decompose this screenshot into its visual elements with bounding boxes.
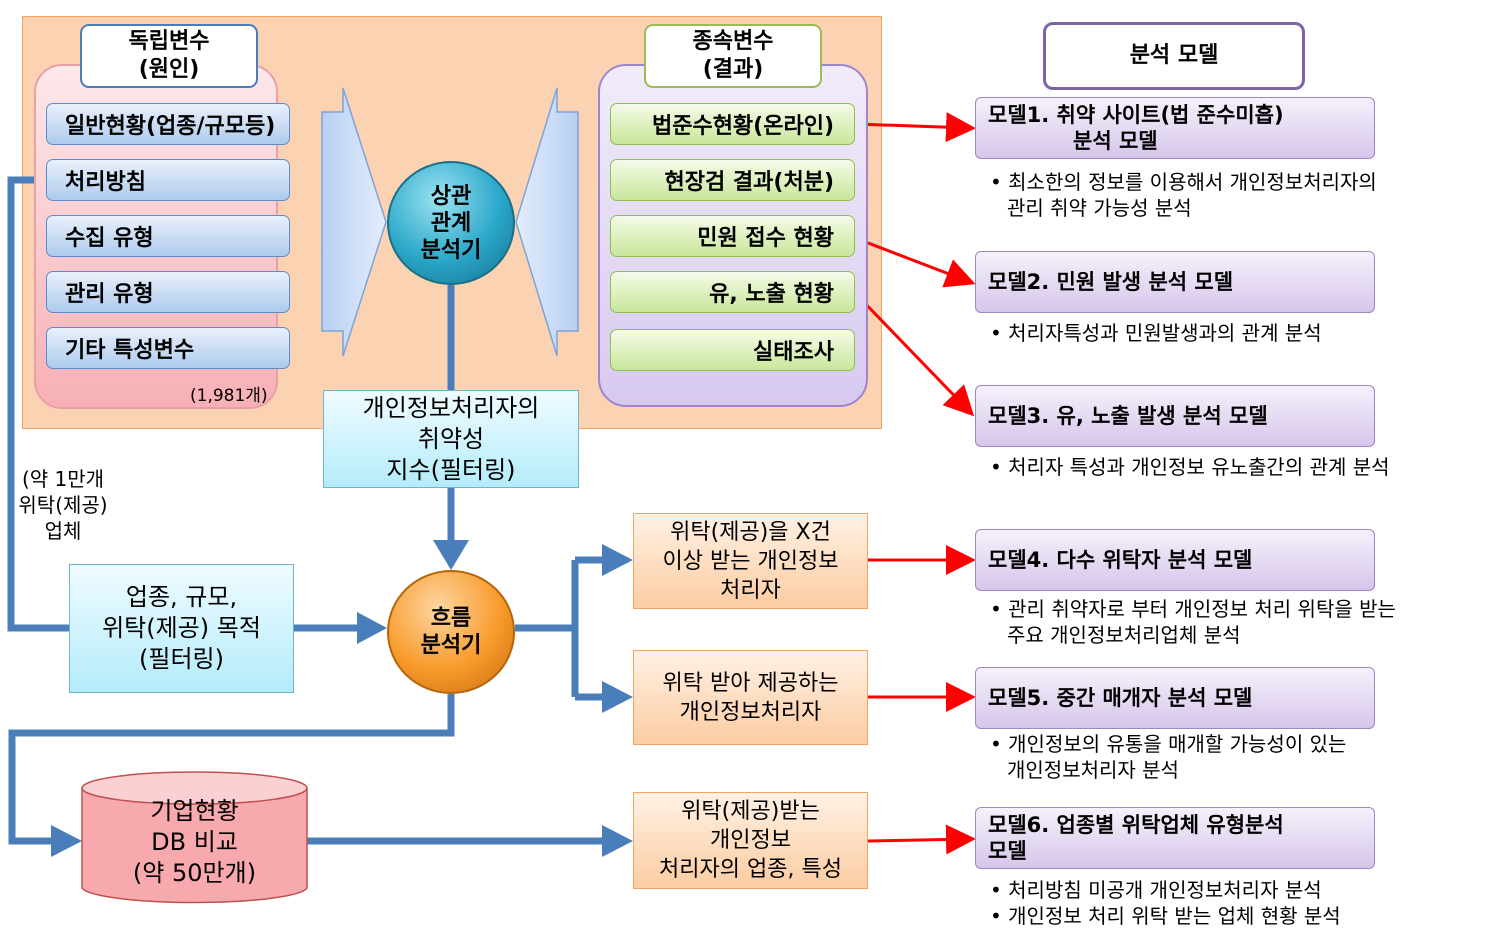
output-consignee-industry: 위탁(제공)받는 개인정보 처리자의 업종, 특성: [633, 792, 868, 889]
dv-item-compliance: 법준수현황(온라인): [610, 103, 855, 145]
chevron-left-arrow: [515, 87, 579, 357]
output-multi-consignee: 위탁(제공)을 X건 이상 받는 개인정보 처리자: [633, 513, 868, 609]
correlation-analyzer-node: 상관 관계 분석기: [387, 161, 515, 285]
iv-item-collection-type: 수집 유형: [46, 215, 290, 257]
arrowhead-right: [602, 544, 633, 576]
consignment-count-label: (약 1만개 위탁(제공) 업체: [18, 467, 108, 543]
model-6-box: 모델6. 업종별 위탁업체 유형분석 모델: [975, 807, 1375, 869]
dv-item-survey: 실태조사: [610, 329, 855, 371]
vulnerability-filter-box: 개인정보처리자의 취약성 지수(필터링): [323, 390, 579, 488]
database-cylinder-icon: [81, 771, 308, 904]
industry-filter-box: 업종, 규모, 위탁(제공) 목적 (필터링): [69, 564, 294, 693]
arrowhead-right: [51, 825, 82, 857]
model-3-box: 모델3. 유, 노출 발생 분석 모델: [975, 385, 1375, 447]
iv-item-other-features: 기타 특성변수: [46, 327, 290, 369]
model-2-box: 모델2. 민원 발생 분석 모델: [975, 251, 1375, 313]
arrowhead-down: [433, 540, 469, 570]
arrow-to-model6: [867, 824, 976, 855]
company-db-label: 기업현황 DB 비교 (약 50만개): [132, 797, 257, 887]
connector-policy-to-filter: [7, 176, 69, 632]
output-intermediary: 위탁 받아 제공하는 개인정보처리자: [633, 650, 868, 745]
arrow-to-model2: [854, 236, 976, 288]
model-4-description: 관리 취약자로 부터 개인정보 처리 위탁을 받는 주요 개인정보처리업체 분석: [990, 596, 1396, 648]
chevron-right-arrow: [321, 87, 387, 357]
dv-item-inspection: 현장검 결과(처분): [610, 159, 855, 201]
model-3-description: 처리자 특성과 개인정보 유노출간의 관계 분석: [990, 454, 1389, 480]
dependent-variable-header: 종속변수 (결과): [644, 24, 822, 88]
arrow-to-model1: [854, 112, 976, 143]
iv-item-management-type: 관리 유형: [46, 271, 290, 313]
model-4-box: 모델4. 다수 위탁자 분석 모델: [975, 529, 1375, 591]
model-1-box: 모델1. 취약 사이트(법 준수미흡) 분석 모델: [975, 97, 1375, 159]
variable-count: (1,981개): [190, 386, 268, 406]
model-5-description: 개인정보의 유통을 매개할 가능성이 있는 개인정보처리자 분석: [990, 731, 1346, 783]
independent-variable-header: 독립변수 (원인): [80, 24, 258, 88]
analysis-model-header: 분석 모델: [1043, 22, 1305, 90]
dv-item-leakage: 유, 노출 현황: [610, 271, 855, 313]
flow-analyzer-node: 흐름 분석기: [387, 570, 515, 694]
arrowhead-right: [357, 612, 387, 644]
arrowhead-right: [602, 681, 633, 713]
arrowhead-right: [602, 825, 633, 857]
iv-item-general-status: 일반현황(업종/규모등): [46, 103, 290, 145]
model-6-description: 처리방침 미공개 개인정보처리자 분석 개인정보 처리 위탁 받는 업체 현황 …: [990, 877, 1341, 929]
model-2-description: 처리자특성과 민원발생과의 관계 분석: [990, 320, 1321, 346]
connector-flow-branch: [515, 556, 606, 701]
model-1-description: 최소한의 정보를 이용해서 개인정보처리자의 관리 취약 가능성 분석: [990, 169, 1377, 221]
arrow-to-model3: [853, 291, 975, 417]
dv-item-complaints: 민원 접수 현황: [610, 215, 855, 257]
model-5-box: 모델5. 중간 매개자 분석 모델: [975, 667, 1375, 729]
connector-flow-to-db: [8, 694, 455, 845]
iv-item-processing-policy: 처리방침: [46, 159, 290, 201]
